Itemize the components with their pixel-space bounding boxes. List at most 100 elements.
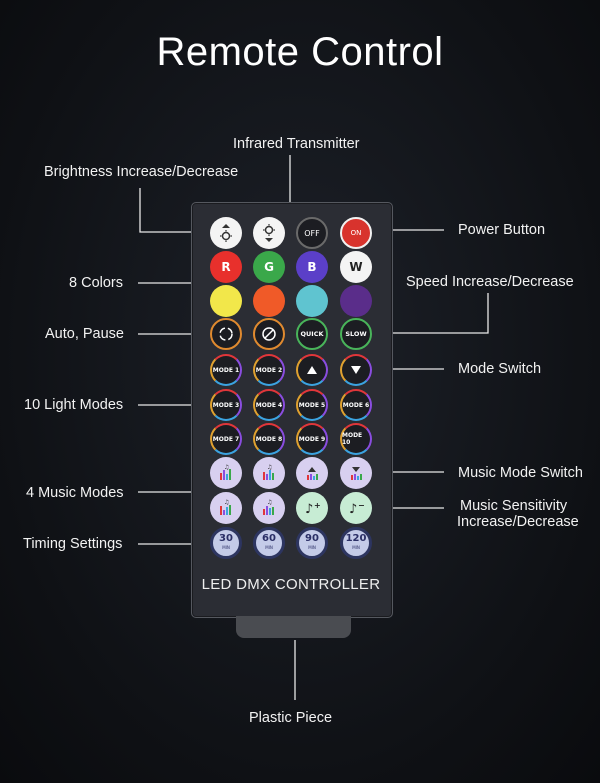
label-music-mode-switch: Music Mode Switch <box>458 465 583 481</box>
mode-2-button[interactable]: MODE 2 <box>253 354 285 386</box>
mode-9-button[interactable]: MODE 9 <box>296 423 328 455</box>
timer-30-value: 30 <box>219 533 233 544</box>
mode-1-button[interactable]: MODE 1 <box>210 354 242 386</box>
music-eq-icon: ♫ <box>220 464 231 480</box>
sensitivity-down-button[interactable]: ♪ − <box>340 492 372 524</box>
mode-5-button[interactable]: MODE 5 <box>296 389 328 421</box>
music-mode-1-button[interactable]: ♫ <box>210 457 242 489</box>
color-red-button[interactable]: R <box>210 251 242 283</box>
color-orange-button[interactable] <box>253 285 285 317</box>
color-yellow-button[interactable] <box>210 285 242 317</box>
timer-120-value: 120 <box>345 533 367 544</box>
music-mode-3-button[interactable]: ♫ <box>210 492 242 524</box>
color-blue-label: B <box>307 260 317 274</box>
color-blue-button[interactable]: B <box>296 251 328 283</box>
label-mode-switch: Mode Switch <box>458 361 542 377</box>
brightness-up-icon <box>220 224 232 242</box>
color-cyan-button[interactable] <box>296 285 328 317</box>
mode-8-button[interactable]: MODE 8 <box>253 423 285 455</box>
label-speed: Speed Increase/Decrease <box>406 274 574 290</box>
power-off-button[interactable]: OFF <box>296 217 328 249</box>
mode-4-label: MODE 4 <box>255 401 283 409</box>
music-eq-icon: ♫ <box>220 499 231 515</box>
music-down-icon <box>351 467 362 480</box>
label-plastic-piece: Plastic Piece <box>249 710 333 726</box>
timer-unit: MIN <box>265 545 273 550</box>
label-sensitivity-line2: Increase/Decrease <box>457 514 579 530</box>
label-4-music-modes: 4 Music Modes <box>26 485 124 501</box>
mode-7-button[interactable]: MODE 7 <box>210 423 242 455</box>
music-note-plus-icon: ♪ + <box>305 501 321 517</box>
timer-30-button[interactable]: 30 MIN <box>210 527 242 559</box>
label-8-colors: 8 Colors <box>69 275 123 291</box>
brightness-down-button[interactable] <box>253 217 285 249</box>
mode-4-button[interactable]: MODE 4 <box>253 389 285 421</box>
color-green-button[interactable]: G <box>253 251 285 283</box>
line-speed <box>378 293 489 334</box>
plastic-piece <box>236 616 351 638</box>
mode-1-label: MODE 1 <box>212 366 240 374</box>
color-purple-button[interactable] <box>340 285 372 317</box>
slow-label: SLOW <box>345 330 367 338</box>
triangle-down-icon <box>351 366 361 374</box>
power-on-label: ON <box>350 229 362 237</box>
timer-90-value: 90 <box>305 533 319 544</box>
music-mode-2-button[interactable]: ♫ <box>253 457 285 489</box>
svg-text:−: − <box>358 501 365 510</box>
music-up-icon <box>307 467 318 480</box>
color-green-label: G <box>264 260 274 274</box>
mode-3-label: MODE 3 <box>212 401 240 409</box>
speed-quick-button[interactable]: QUICK <box>296 318 328 350</box>
timer-60-value: 60 <box>262 533 276 544</box>
timer-unit: MIN <box>222 545 230 550</box>
speed-slow-button[interactable]: SLOW <box>340 318 372 350</box>
mode-down-button[interactable] <box>340 354 372 386</box>
auto-button[interactable] <box>210 318 242 350</box>
music-eq-icon: ♫ <box>263 499 274 515</box>
page-title: Remote Control <box>156 30 444 74</box>
mode-8-label: MODE 8 <box>255 435 283 443</box>
music-mode-4-button[interactable]: ♫ <box>253 492 285 524</box>
controller-name: LED DMX CONTROLLER <box>201 576 381 593</box>
mode-10-label: MODE 10 <box>342 432 363 446</box>
quick-label: QUICK <box>300 330 324 338</box>
mode-9-label: MODE 9 <box>298 435 326 443</box>
mode-7-label: MODE 7 <box>212 435 240 443</box>
timer-120-button[interactable]: 120 MIN <box>340 527 372 559</box>
label-timing-settings: Timing Settings <box>23 536 123 552</box>
music-mode-down-button[interactable] <box>340 457 372 489</box>
pause-icon <box>262 327 276 341</box>
brightness-down-icon <box>263 224 275 242</box>
mode-6-button[interactable]: MODE 6 <box>340 389 372 421</box>
svg-text:+: + <box>314 501 321 510</box>
label-sensitivity-line1: Music Sensitivity <box>460 498 568 514</box>
svg-text:♪: ♪ <box>305 502 313 517</box>
line-brightness <box>139 188 205 233</box>
music-eq-icon: ♫ <box>263 464 274 480</box>
mode-2-label: MODE 2 <box>255 366 283 374</box>
pause-button[interactable] <box>253 318 285 350</box>
color-white-button[interactable]: W <box>340 251 372 283</box>
power-on-button[interactable]: ON <box>340 217 372 249</box>
music-mode-up-button[interactable] <box>296 457 328 489</box>
mode-up-button[interactable] <box>296 354 328 386</box>
music-note-minus-icon: ♪ − <box>349 501 365 517</box>
color-red-label: R <box>221 260 231 274</box>
sensitivity-up-button[interactable]: ♪ + <box>296 492 328 524</box>
timer-60-button[interactable]: 60 MIN <box>253 527 285 559</box>
mode-5-label: MODE 5 <box>298 401 326 409</box>
svg-text:♫: ♫ <box>267 499 272 506</box>
svg-text:♫: ♫ <box>267 464 272 471</box>
power-off-label: OFF <box>304 228 320 238</box>
label-brightness: Brightness Increase/Decrease <box>44 164 239 180</box>
mode-3-button[interactable]: MODE 3 <box>210 389 242 421</box>
mode-10-button[interactable]: MODE 10 <box>340 423 372 455</box>
mode-6-label: MODE 6 <box>342 401 370 409</box>
svg-text:♫: ♫ <box>224 464 229 471</box>
label-power-button: Power Button <box>458 222 546 238</box>
brightness-up-button[interactable] <box>210 217 242 249</box>
svg-text:♫: ♫ <box>224 499 229 506</box>
timer-90-button[interactable]: 90 MIN <box>296 527 328 559</box>
label-infrared-transmitter: Infrared Transmitter <box>233 136 360 152</box>
color-white-label: W <box>349 260 363 274</box>
